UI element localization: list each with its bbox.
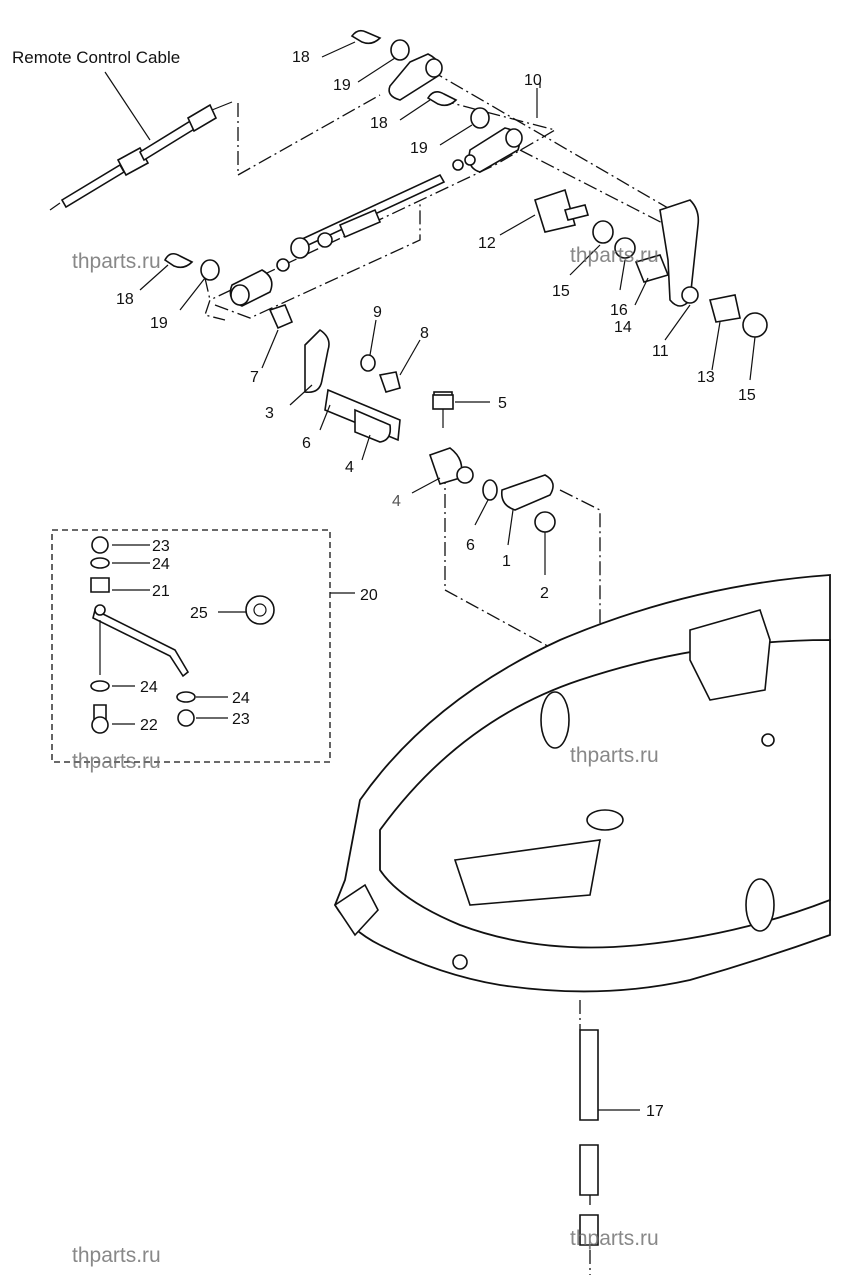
shift-linkage <box>304 328 556 533</box>
callout-23: 23 <box>232 711 250 728</box>
watermark-text: thparts.ru <box>570 744 659 767</box>
callout-6: 6 <box>302 435 311 452</box>
watermark-text: thparts.ru <box>72 750 161 773</box>
callout-11: 11 <box>652 343 669 360</box>
callout-22: 22 <box>140 717 158 734</box>
callout-3: 3 <box>265 405 274 422</box>
callout-25: 25 <box>190 605 208 622</box>
callout-5: 5 <box>498 395 507 412</box>
callout-16: 16 <box>610 302 628 319</box>
callout-20: 20 <box>360 587 378 604</box>
callout-15: 15 <box>738 387 756 404</box>
callout-10: 10 <box>524 72 542 89</box>
bolt-5 <box>432 394 454 410</box>
callout-17: 17 <box>646 1103 664 1120</box>
callout-12: 12 <box>478 235 496 252</box>
callout-19: 19 <box>333 77 351 94</box>
callout-4: 4 <box>392 493 401 510</box>
callout-18: 18 <box>292 49 310 66</box>
callout-24: 24 <box>140 679 158 696</box>
callout-18: 18 <box>370 115 388 132</box>
watermarks: thparts.ru thparts.ru thparts.ru thparts… <box>72 244 659 1267</box>
callout-labels: 18 19 18 19 10 12 15 16 14 11 13 15 18 1… <box>116 49 756 1120</box>
bottom-cowling <box>333 574 831 993</box>
watermark-text: thparts.ru <box>570 1227 659 1250</box>
callout-2: 2 <box>540 585 549 602</box>
callout-15: 15 <box>552 283 570 300</box>
callout-23: 23 <box>152 538 170 555</box>
callout-24: 24 <box>232 690 250 707</box>
remote-control-cable-title: Remote Control Cable <box>12 48 180 67</box>
callout-7: 7 <box>250 369 259 386</box>
callout-9: 9 <box>373 304 382 321</box>
callout-4: 4 <box>345 459 354 476</box>
callout-leaders <box>139 41 756 575</box>
callout-19: 19 <box>150 315 168 332</box>
kit-20-box <box>51 529 355 763</box>
watermark-text: thparts.ru <box>570 244 659 267</box>
callout-21: 21 <box>152 583 170 600</box>
watermark-text: thparts.ru <box>72 250 161 273</box>
rod-17 <box>579 1029 640 1246</box>
callout-24: 24 <box>152 556 170 573</box>
watermark-text: thparts.ru <box>72 1244 161 1267</box>
remote-control-cable <box>49 71 233 211</box>
callout-18: 18 <box>116 291 134 308</box>
callout-6: 6 <box>466 537 475 554</box>
callout-13: 13 <box>697 369 715 386</box>
callout-8: 8 <box>420 325 429 342</box>
callout-1: 1 <box>502 553 511 570</box>
callout-14: 14 <box>614 319 632 336</box>
callout-19: 19 <box>410 140 428 157</box>
linkage-parts <box>163 29 523 330</box>
